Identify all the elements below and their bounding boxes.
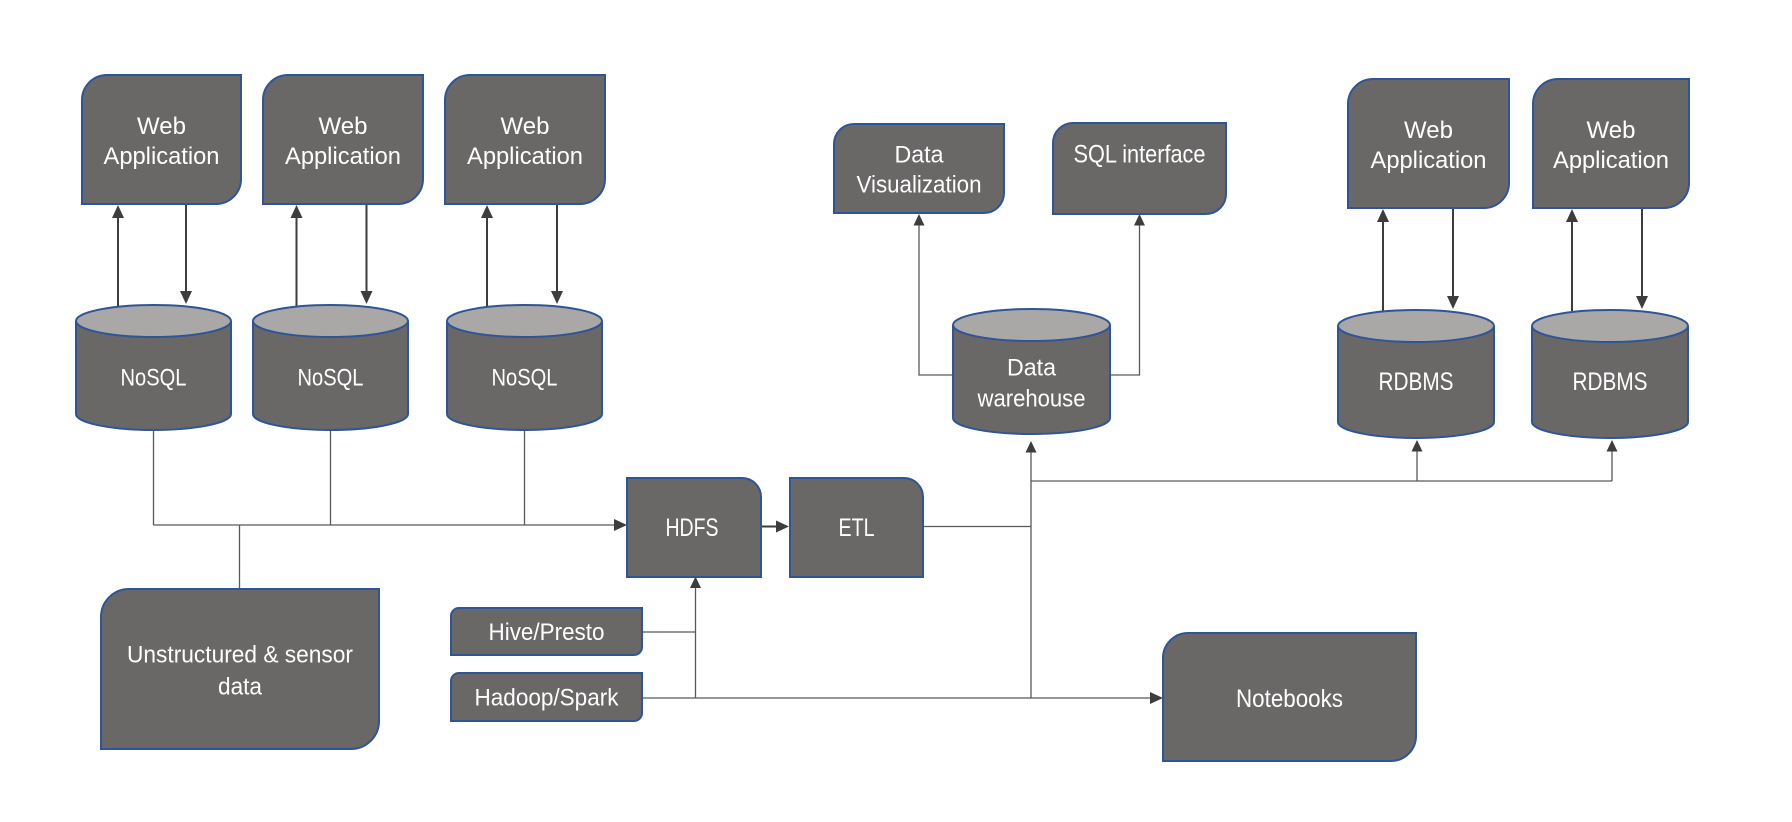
- svg-text:Unstructured & sensor: Unstructured & sensor: [127, 642, 353, 669]
- svg-text:Data: Data: [1007, 355, 1057, 382]
- svg-text:Hive/Presto: Hive/Presto: [489, 619, 605, 646]
- svg-text:Notebooks: Notebooks: [1236, 685, 1343, 713]
- svg-text:ETL: ETL: [839, 514, 875, 542]
- svg-text:Web: Web: [1587, 117, 1636, 144]
- svg-text:Visualization: Visualization: [857, 172, 982, 199]
- svg-text:NoSQL: NoSQL: [121, 365, 187, 392]
- svg-text:warehouse: warehouse: [977, 386, 1086, 413]
- svg-text:SQL interface: SQL interface: [1074, 141, 1206, 169]
- svg-text:NoSQL: NoSQL: [298, 365, 364, 392]
- svg-text:NoSQL: NoSQL: [492, 365, 558, 392]
- svg-text:Application: Application: [1371, 147, 1487, 174]
- svg-text:Application: Application: [467, 143, 583, 170]
- svg-text:Web: Web: [137, 113, 186, 140]
- svg-text:Data: Data: [895, 142, 945, 169]
- svg-text:HDFS: HDFS: [666, 514, 719, 542]
- svg-text:RDBMS: RDBMS: [1573, 368, 1648, 396]
- svg-text:Web: Web: [501, 113, 550, 140]
- svg-text:Application: Application: [1553, 147, 1669, 174]
- svg-text:Web: Web: [1404, 117, 1453, 144]
- svg-text:data: data: [218, 674, 263, 701]
- svg-text:Hadoop/Spark: Hadoop/Spark: [475, 685, 620, 712]
- svg-text:Web: Web: [319, 113, 368, 140]
- svg-text:Application: Application: [104, 143, 220, 170]
- svg-text:Application: Application: [285, 143, 401, 170]
- svg-text:RDBMS: RDBMS: [1379, 368, 1454, 396]
